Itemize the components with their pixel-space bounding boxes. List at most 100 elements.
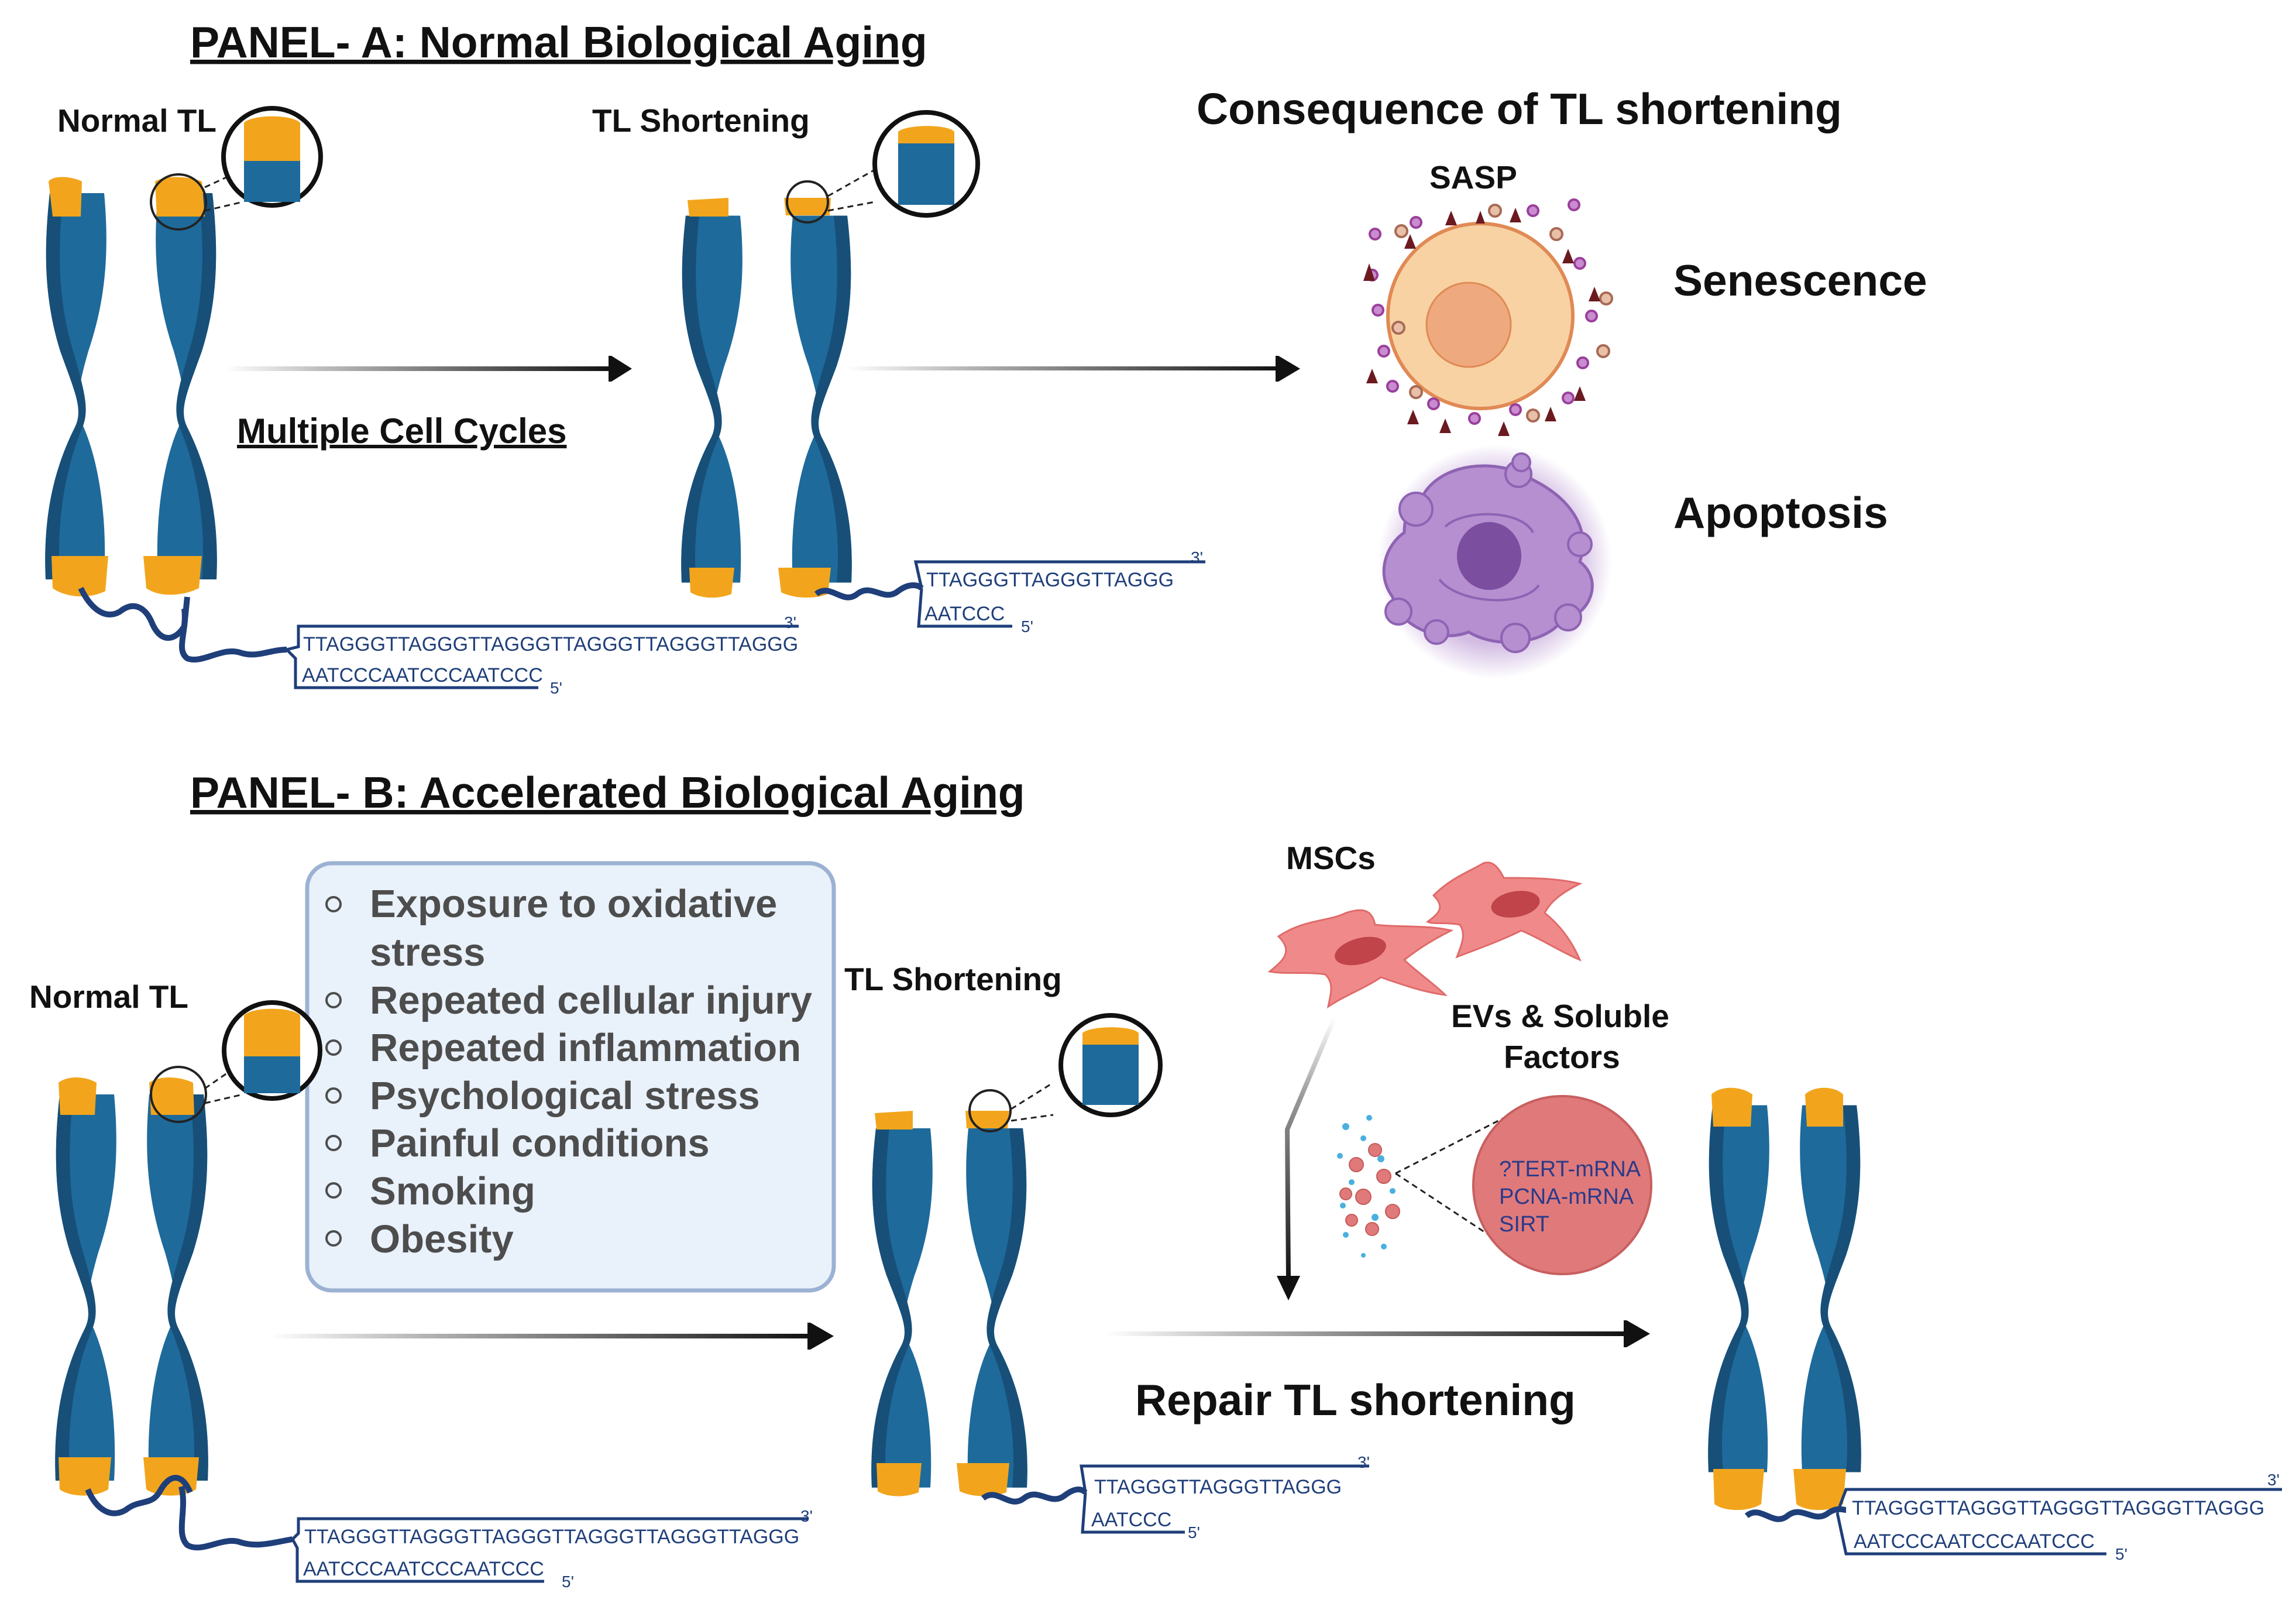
stress-factor-box: Exposure to oxidative stress Repeated ce… <box>305 861 836 1293</box>
five-prime-end: 5' <box>1021 617 1033 636</box>
telomere-cap <box>49 177 82 217</box>
telomere-cap <box>875 1111 913 1130</box>
telomere-cap <box>149 1077 194 1115</box>
normal-chromosome-b <box>55 1000 322 1551</box>
sasp-particles <box>1366 198 1598 425</box>
dna-strand <box>78 586 190 641</box>
telomere-cap <box>1793 1469 1846 1511</box>
seq-top: TTAGGGTTAGGGTTAGGGTTAGGGTTAGGGTTAGGG <box>304 1526 799 1548</box>
telomere-cap <box>51 556 108 597</box>
sequence-a-short: TTAGGGTTAGGGTTAGGG AATCCC 3' 5' <box>913 548 1205 636</box>
sequence-a-long: TTAGGGTTAGGGTTAGGGTTAGGGTTAGGGTTAGGG AAT… <box>286 613 799 697</box>
ev-label-line1: EVs & Soluble <box>1451 998 1669 1034</box>
normal-chromosome-a <box>45 106 323 662</box>
factor-item: Obesity <box>370 1217 514 1261</box>
telomere-cap <box>877 1463 922 1496</box>
factor-item: Repeated inflammation <box>370 1026 801 1070</box>
factor-item: Painful conditions <box>370 1121 710 1165</box>
ev-particles <box>1337 1115 1400 1258</box>
dna-strand <box>178 608 287 662</box>
telomere-cap <box>155 177 205 217</box>
five-prime-end: 5' <box>562 1573 574 1591</box>
telomere-cap <box>965 1111 1009 1128</box>
msc-cells <box>1267 861 1583 1009</box>
seq-top: TTAGGGTTAGGGTTAGGGTTAGGGTTAGGGTTAGGG <box>303 633 798 655</box>
seq-top: TTAGGGTTAGGGTTAGGG <box>1094 1476 1342 1498</box>
telomere-cap <box>1713 1469 1764 1511</box>
arrow-label: Multiple Cell Cycles <box>237 411 567 451</box>
zoom-marker <box>150 173 207 231</box>
repaired-chromosome <box>1708 1087 1861 1522</box>
nucleus <box>1457 522 1521 590</box>
senescence-label: Senescence <box>1673 256 1927 305</box>
telomere-cap <box>784 198 831 215</box>
short-chromosome-b <box>871 1013 1163 1505</box>
dna-strand <box>85 1475 193 1516</box>
five-prime-end: 5' <box>2115 1545 2127 1563</box>
seq-bottom: AATCCC <box>924 603 1005 625</box>
three-prime-end: 3' <box>1357 1453 1370 1471</box>
seq-bottom: AATCCCAATCCCAATCCC <box>303 1558 544 1580</box>
sasp-particles <box>1391 204 1613 423</box>
sasp-label: SASP <box>1429 159 1517 195</box>
zoom-marker <box>150 1066 207 1123</box>
three-prime-end: 3' <box>784 613 796 631</box>
ev-label-line2: Factors <box>1504 1039 1620 1075</box>
telomere-cap <box>143 556 202 595</box>
sequence-b-long: TTAGGGTTAGGGTTAGGGTTAGGGTTAGGGTTAGGG AAT… <box>291 1507 813 1591</box>
consequence-title: Consequence of TL shortening <box>1197 84 1842 133</box>
cargo-item: PCNA-mRNA <box>1499 1185 1634 1209</box>
factor-item: stress <box>370 931 485 974</box>
sequence-b-short: TTAGGGTTAGGGTTAGGG AATCCC 3' 5' <box>1080 1453 1370 1542</box>
zoom-marker <box>786 180 829 224</box>
seq-bottom: AATCCCAATCCCAATCCC <box>302 664 543 686</box>
arrow-accelerated <box>269 1323 834 1350</box>
short-chromosome-a <box>681 110 980 600</box>
panel-a-short-label: TL Shortening <box>592 102 810 139</box>
dna-strand <box>178 1485 293 1551</box>
msc-label: MSCs <box>1286 840 1376 876</box>
ev-vesicle: ?TERT-mRNA PCNA-mRNA SIRT <box>1472 1095 1652 1275</box>
three-prime-end: 3' <box>1191 548 1203 567</box>
dna-strand <box>1744 1506 1847 1522</box>
senescent-cell <box>1363 198 1613 436</box>
factor-item: Repeated cellular injury <box>370 979 812 1022</box>
seq-bottom: AATCCC <box>1091 1509 1171 1531</box>
three-prime-end: 3' <box>2267 1471 2280 1489</box>
arrow-msc-down <box>1277 1017 1336 1300</box>
telomere-cap <box>1711 1087 1752 1127</box>
arrow-consequence <box>845 356 1300 382</box>
panel-b-title: PANEL- B: Accelerated Biological Aging <box>190 768 1025 817</box>
sasp-particles <box>1363 208 1600 436</box>
cargo-item: ?TERT-mRNA <box>1499 1157 1641 1182</box>
arrow-repair <box>1106 1320 1650 1347</box>
telomere-cap <box>957 1463 1009 1496</box>
seq-bottom: AATCCCAATCCCAATCCC <box>1854 1530 2095 1553</box>
five-prime-end: 5' <box>550 679 562 697</box>
arrow-multiple-cycles <box>225 356 632 382</box>
telomere-cap <box>59 1457 111 1496</box>
factor-item: Smoking <box>370 1169 535 1213</box>
panel-a-title: PANEL- A: Normal Biological Aging <box>190 18 927 67</box>
panel-b-short-label: TL Shortening <box>844 961 1062 997</box>
telomere-cap <box>1805 1087 1843 1127</box>
dna-strand <box>981 1487 1088 1505</box>
zoom-marker <box>968 1089 1012 1132</box>
telomere-cap <box>688 198 728 217</box>
panel-a-normal-label: Normal TL <box>57 102 216 139</box>
msc-nucleus <box>1335 936 1386 966</box>
five-prime-end: 5' <box>1188 1523 1200 1542</box>
cargo-item: SIRT <box>1499 1212 1549 1237</box>
sequence-b-repaired: TTAGGGTTAGGGTTAGGGTTAGGGTTAGGG AATCCCAAT… <box>1836 1471 2282 1563</box>
telomere-cap <box>59 1077 97 1115</box>
apoptotic-cell <box>1378 445 1612 679</box>
msc-nucleus <box>1491 891 1540 918</box>
three-prime-end: 3' <box>800 1507 813 1525</box>
apoptosis-label: Apoptosis <box>1673 488 1888 537</box>
repair-label: Repair TL shortening <box>1135 1375 1576 1424</box>
factor-bullets <box>325 896 342 1247</box>
factor-item: Psychological stress <box>370 1074 760 1118</box>
nucleus <box>1425 282 1512 368</box>
